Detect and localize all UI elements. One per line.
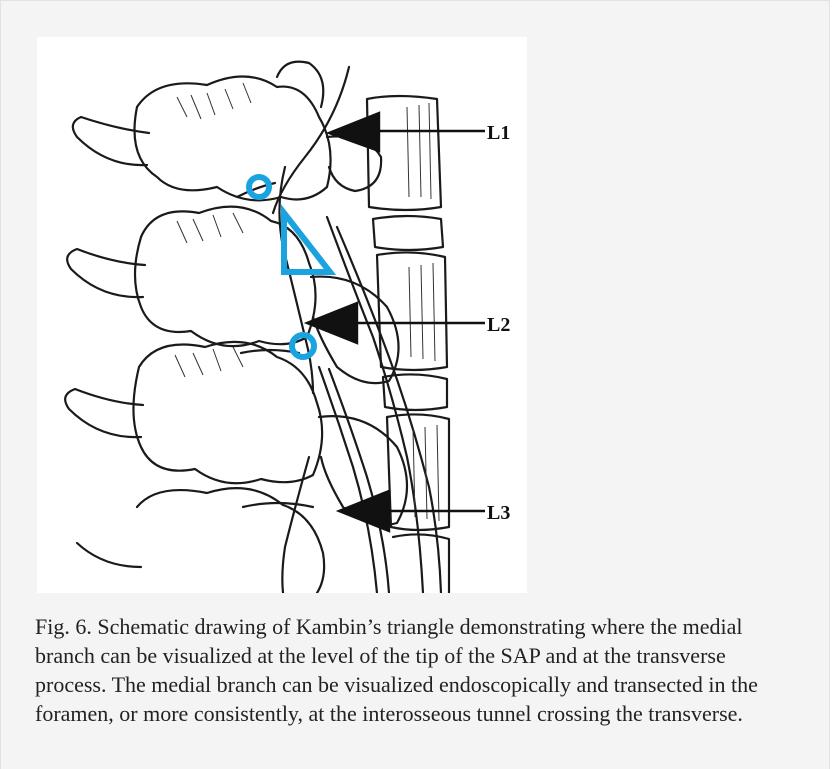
spine-illustration: L1 L2 L3: [37, 37, 527, 593]
exiting-nerve-l2-b: [329, 369, 389, 593]
medial-branch-l3-twig: [243, 503, 313, 507]
facet-l1: [277, 62, 323, 107]
l1-arrowhead: [329, 113, 379, 151]
spinous-process-l3: [65, 389, 143, 437]
l3-arrowhead: [339, 491, 389, 531]
lamina-l3: [133, 342, 322, 483]
lamina-l2: [135, 207, 316, 347]
label-l3: L3: [487, 502, 510, 524]
nerve-root-l1: [273, 67, 349, 213]
label-l1: L1: [487, 122, 510, 144]
spinous-process-l1: [73, 117, 149, 165]
intervertebral-disc-1: [373, 216, 443, 250]
figure-caption: Fig. 6. Schematic drawing of Kambin’s tr…: [35, 612, 795, 728]
kambins-triangle-marker: [284, 213, 330, 272]
spine-drawing-svg: L1 L2 L3: [37, 37, 527, 593]
medial-branch-l3: [282, 457, 309, 593]
label-l2: L2: [487, 314, 510, 336]
vertebral-body-3: [387, 414, 449, 530]
spinous-process-l4: [77, 543, 141, 567]
spinous-process-l2: [67, 249, 145, 297]
lamina-l1: [135, 76, 331, 200]
